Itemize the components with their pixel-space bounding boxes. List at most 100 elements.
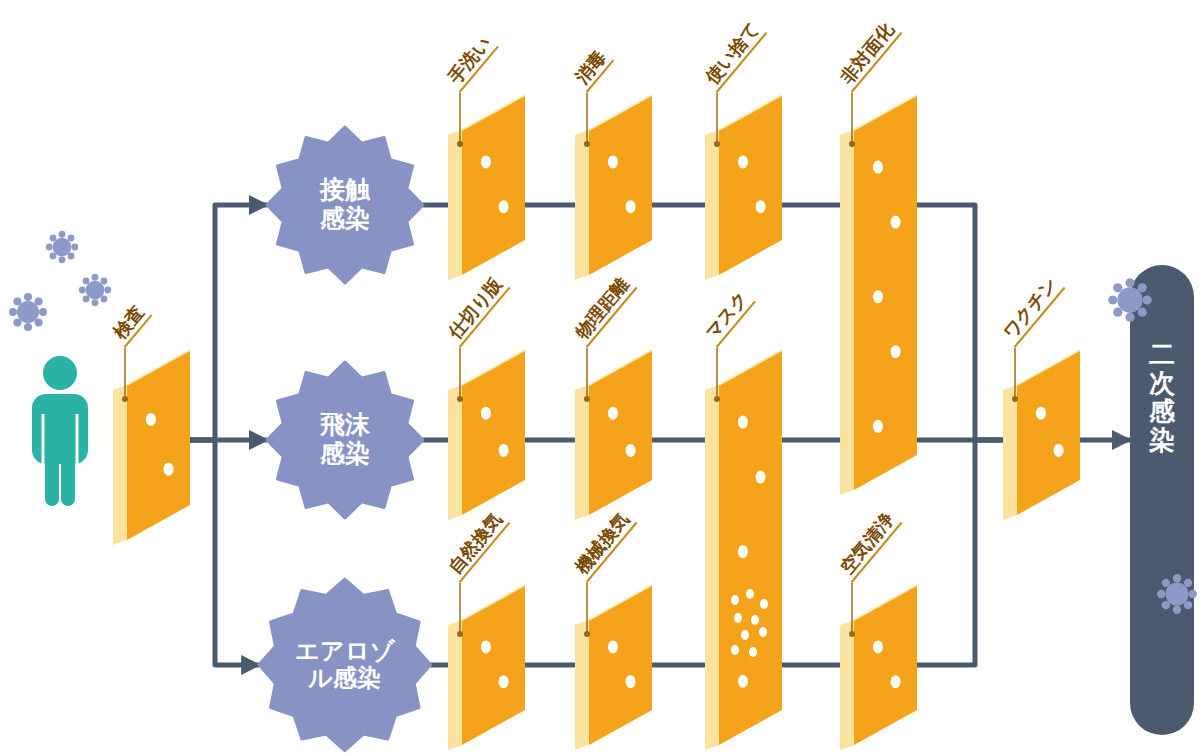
leader-line	[459, 93, 461, 144]
plate-hole	[608, 640, 618, 653]
label-anchor: 手洗い	[442, 32, 499, 93]
plate-label: 使い捨て	[699, 18, 767, 93]
leader-dot	[457, 141, 463, 147]
virus-icon	[1108, 278, 1152, 322]
label-anchor: マスク	[699, 287, 756, 348]
leader-line	[459, 348, 461, 399]
plate-face	[589, 350, 652, 515]
barrier-plate: 消毒	[575, 95, 652, 275]
plate-shape	[840, 585, 917, 745]
plate-face	[462, 585, 525, 745]
person-leg	[61, 440, 75, 506]
route-star: 飛沫感染	[267, 362, 423, 518]
label-anchor: 機械換気	[569, 508, 637, 583]
plate-hole	[738, 675, 748, 688]
plate-hole	[760, 599, 768, 609]
plate-label: 非対面化	[834, 18, 902, 93]
plate-face	[719, 350, 782, 745]
barrier-plate: 自然換気	[448, 585, 525, 745]
plate-hole	[626, 200, 636, 213]
connector-line	[782, 663, 840, 668]
barrier-plate: ワクチン	[1003, 350, 1080, 515]
plate-label: 仕切り版	[442, 273, 510, 348]
plate-rim	[462, 95, 525, 130]
connector-line	[782, 203, 840, 208]
leader-dot	[714, 141, 720, 147]
plate-rim	[589, 585, 652, 620]
plate-rim	[854, 95, 917, 130]
leader-line	[586, 348, 588, 399]
leader-dot	[457, 396, 463, 402]
connector-line	[652, 663, 705, 668]
plate-hole	[481, 407, 491, 420]
leader-line	[716, 348, 718, 399]
plate-shape	[575, 585, 652, 745]
route-star-label: エアロゾル感染	[284, 638, 406, 692]
leader-dot	[849, 631, 855, 637]
plate-side	[113, 385, 127, 545]
leader-dot	[584, 631, 590, 637]
plate-hole	[731, 645, 739, 655]
plate-rim	[462, 350, 525, 385]
plate-label: 消毒	[569, 46, 614, 93]
leader-dot	[584, 396, 590, 402]
plate-hole	[738, 545, 748, 558]
plate-rim	[1017, 350, 1080, 385]
connector-line	[917, 440, 1003, 665]
barrier-plate: 物理距離	[575, 350, 652, 515]
plate-shape	[1003, 350, 1080, 515]
virus-icon	[46, 231, 78, 263]
leader-line	[851, 93, 853, 144]
barrier-plate: マスク	[705, 350, 782, 745]
result-bar: 二次感染	[1130, 265, 1194, 735]
plate-face	[1017, 350, 1080, 515]
virus-icon	[79, 274, 111, 306]
plate-hole	[499, 200, 509, 213]
plate-shape	[448, 350, 525, 515]
plate-hole	[481, 155, 491, 168]
plate-shape	[448, 585, 525, 745]
plate-label: 自然換気	[442, 508, 510, 583]
plate-label: マスク	[699, 287, 756, 348]
leader-dot	[714, 396, 720, 402]
route-star-label: 接触感染	[319, 176, 372, 234]
star-outline	[267, 362, 423, 518]
plate-hole	[756, 471, 766, 484]
barrier-plate: 検査	[113, 350, 190, 540]
plate-label: 手洗い	[442, 32, 499, 93]
plate-face	[854, 95, 917, 490]
plate-hole	[146, 413, 156, 426]
connector-line	[190, 440, 259, 665]
label-anchor: 非対面化	[834, 18, 902, 93]
connector-line	[782, 438, 840, 443]
star-outline	[267, 127, 423, 283]
connector-line	[652, 203, 705, 208]
leader-dot	[122, 396, 128, 402]
plate-hole	[1036, 407, 1046, 420]
connector-line	[917, 205, 1003, 440]
leader-line	[851, 583, 853, 634]
plate-shape	[448, 95, 525, 275]
plate-shape	[575, 350, 652, 515]
plate-face	[719, 95, 782, 275]
plate-rim	[854, 585, 917, 620]
plate-side	[575, 130, 589, 280]
leader-line	[459, 583, 461, 634]
plate-shape	[575, 95, 652, 275]
barrier-plate: 空気清浄	[840, 585, 917, 745]
label-anchor: ワクチン	[997, 273, 1065, 348]
person-arm-gap	[76, 414, 79, 466]
person-leg	[45, 440, 59, 506]
leader-line	[586, 93, 588, 144]
plate-hole	[1054, 444, 1064, 457]
leader-line	[716, 93, 718, 144]
connector-line	[431, 663, 448, 668]
plate-hole	[734, 613, 742, 623]
person-body	[32, 394, 88, 464]
label-anchor: 自然換気	[442, 508, 510, 583]
plate-rim	[589, 95, 652, 130]
person-arm-gap	[42, 414, 45, 466]
plate-hole	[873, 161, 883, 174]
connector-line	[525, 438, 575, 443]
plate-hole	[873, 290, 883, 303]
